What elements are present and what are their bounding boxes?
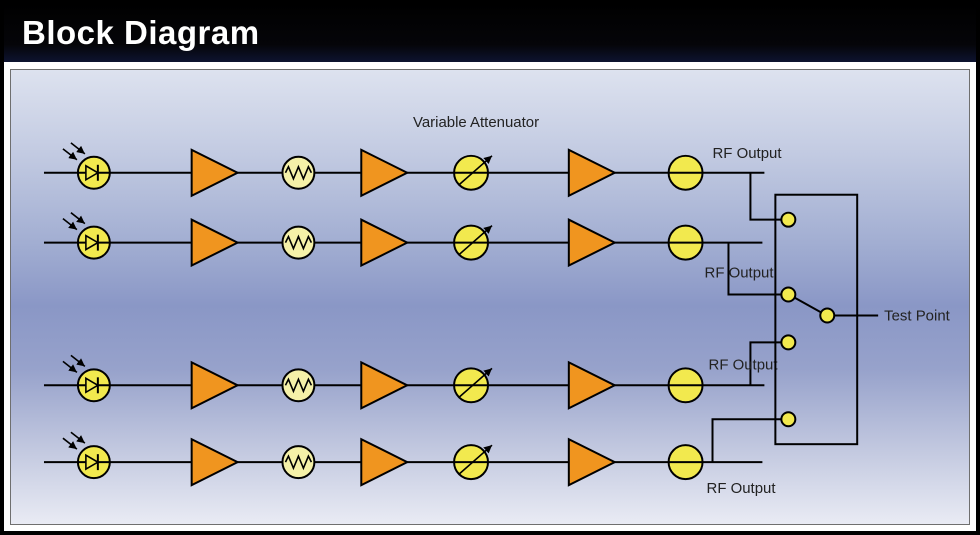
amplifier-icon [190,218,239,267]
attenuator-pad-icon [281,225,316,260]
amplifier-icon [567,218,616,267]
amplifier-icon [567,361,616,410]
photodiode-icon [63,213,110,259]
attenuator-pad-icon [281,445,316,480]
channel-3: RF Output [43,341,782,410]
tap-wire [711,418,782,463]
rf-output-port-icon [667,367,704,404]
photodiode-icon [63,355,110,401]
rf-output-port-icon [667,444,704,481]
rf-output-port-icon [667,224,704,261]
switch-contact [780,334,797,351]
tap-wire [727,242,782,296]
rf-output-label: RF Output [705,265,775,282]
variable-attenuator-label: Variable Attenuator [413,114,539,131]
amplifier-icon [360,438,409,487]
amplifier-icon [567,148,616,197]
photodiode-icon [63,143,110,189]
attenuator-pad-icon [281,368,316,403]
variable-attenuator-icon [454,445,492,479]
test-point-label: Test Point [884,307,951,324]
amplifier-icon [360,148,409,197]
diagram-panel: RF Output RF Output RF Output [10,69,970,525]
channel-1: RF Output [43,143,783,221]
variable-attenuator-icon [454,368,492,402]
rf-output-label: RF Output [713,145,783,162]
amplifier-icon [360,218,409,267]
tap-wire [749,172,782,221]
variable-attenuator-icon [454,226,492,260]
amplifier-icon [190,361,239,410]
amplifier-icon [190,148,239,197]
channel-4: RF Output [43,418,782,497]
amplifier-icon [190,438,239,487]
rf-output-label: RF Output [707,480,777,497]
photodiode-icon [63,432,110,478]
attenuator-pad-icon [281,155,316,190]
switch-arm [793,296,822,314]
block-diagram-svg: RF Output RF Output RF Output [43,114,951,497]
amplifier-icon [360,361,409,410]
switch-box [774,193,859,446]
switch-contact [780,286,797,303]
page-title: Block Diagram [22,14,260,51]
output-switch: Test Point [774,193,951,446]
variable-attenuator-icon [454,156,492,190]
switch-contact [780,211,797,228]
rf-output-port-icon [667,154,704,191]
rf-output-label: RF Output [709,356,779,373]
channel-2: RF Output [43,213,782,296]
title-bar: Block Diagram [4,4,976,62]
amplifier-icon [567,438,616,487]
switch-contact [780,411,797,428]
tap-wire [749,341,782,386]
switch-common-contact [819,307,836,324]
